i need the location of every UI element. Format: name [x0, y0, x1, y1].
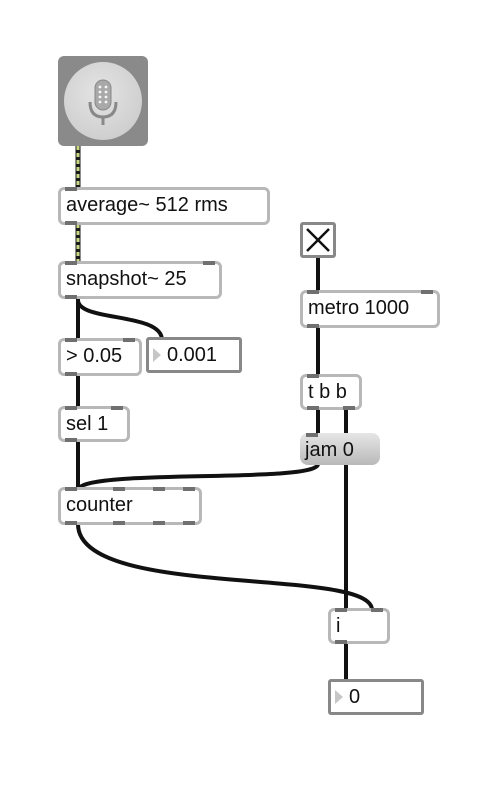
toggle-x-icon — [306, 228, 330, 252]
cord-snapshot-to-number[interactable] — [76, 298, 164, 342]
int-object[interactable]: i — [328, 608, 390, 644]
int-object-text: i — [336, 615, 341, 637]
average-object[interactable]: average~ 512 rms — [58, 187, 270, 225]
adc-mic-object[interactable] — [58, 56, 148, 146]
number-triangle-icon — [153, 348, 161, 362]
sel-object[interactable]: sel 1 — [58, 406, 130, 442]
jam-message-text: jam 0 — [305, 439, 354, 461]
output-number-value: 0 — [349, 686, 361, 708]
counter-object[interactable]: counter — [58, 487, 202, 525]
greater-than-object-text: > 0.05 — [66, 345, 123, 367]
number-triangle-icon — [335, 690, 343, 704]
cord-jam-to-counter[interactable] — [76, 462, 320, 492]
sel-object-text: sel 1 — [66, 413, 109, 435]
toggle[interactable] — [300, 222, 336, 258]
greater-than-object[interactable]: > 0.05 — [58, 338, 142, 376]
snapshot-object-text: snapshot~ 25 — [66, 268, 187, 290]
trigger-object[interactable]: t b b — [300, 374, 362, 410]
snapshot-object[interactable]: snapshot~ 25 — [58, 261, 222, 299]
counter-object-text: counter — [66, 494, 133, 516]
metro-object[interactable]: metro 1000 — [300, 290, 440, 328]
jam-message-box[interactable]: jam 0 — [300, 433, 380, 465]
cord-counter-to-int[interactable] — [76, 522, 374, 612]
microphone-icon — [88, 79, 118, 125]
output-number-box[interactable]: 0 — [328, 679, 424, 715]
trigger-object-text: t b b — [308, 381, 347, 403]
threshold-number-value: 0.001 — [167, 344, 218, 366]
threshold-number-box[interactable]: 0.001 — [146, 337, 242, 373]
average-object-text: average~ 512 rms — [66, 194, 228, 216]
metro-object-text: metro 1000 — [308, 297, 410, 319]
